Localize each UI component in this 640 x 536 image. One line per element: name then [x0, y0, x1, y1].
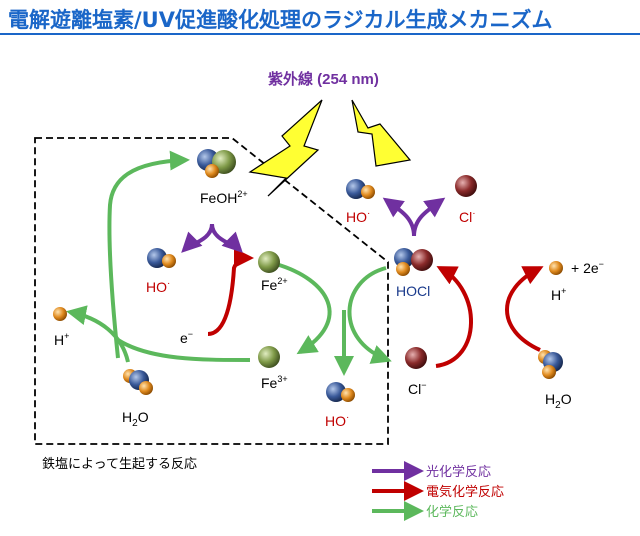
ho-radical-top-molecule	[346, 179, 375, 199]
uv-label: 紫外線 (254 nm)	[268, 70, 379, 88]
legend-electrochemical-label: 電気化学反応	[426, 484, 504, 500]
arrow-fe3-to-fe2-electro	[207, 248, 254, 336]
h-plus-right-molecule	[549, 261, 563, 275]
arrow-hocl-to-ho	[382, 197, 416, 237]
h-plus-right-label: H+	[551, 286, 566, 303]
ho-radical-bottom-molecule	[326, 382, 355, 402]
arrow-fe3-to-feoh-arc	[116, 338, 251, 362]
arrow-feoh-to-ho	[181, 223, 214, 253]
fe2-molecule	[258, 251, 280, 273]
feoh-label: FeOH2+	[200, 189, 248, 206]
uv-lightning-left	[248, 99, 323, 197]
arrow-h2o-to-feoh	[107, 150, 190, 359]
h2o-left-molecule	[123, 369, 153, 395]
legend-chemical: 化学反応	[372, 501, 478, 521]
electron-label: e−	[180, 329, 193, 346]
arrow-h2o-to-hplus	[66, 305, 130, 363]
ho-radical-bottom-label: HO·	[325, 412, 349, 429]
cl-radical-molecule	[455, 175, 477, 197]
arrow-fe2-to-fe3	[275, 262, 332, 355]
two-electron-label: + 2e−	[571, 259, 604, 276]
iron-reaction-label: 鉄塩によって生起する反応	[42, 457, 197, 472]
legend-photochemical: 光化学反応	[372, 461, 491, 481]
title-underline	[0, 33, 640, 35]
fe2-label: Fe2+	[261, 276, 288, 293]
cl-minus-molecule	[405, 347, 427, 369]
uv-lightning-right	[351, 99, 412, 167]
arrow-feoh-to-fe2	[210, 223, 243, 253]
page-title: 電解遊離塩素/UV促進酸化処理のラジカル生成メカニズム	[8, 8, 553, 32]
legend: 光化学反応 電気化学反応 化学反応	[372, 461, 504, 521]
legend-photochemical-label: 光化学反応	[426, 464, 491, 480]
cl-radical-label: Cl·	[459, 208, 476, 225]
h-plus-left-label: H+	[54, 331, 69, 348]
hocl-molecule	[394, 248, 433, 276]
arrow-h2o-to-hplus-electro	[505, 266, 544, 352]
h2o-right-molecule	[538, 350, 563, 379]
fe3-molecule	[258, 346, 280, 368]
hocl-label: HOCl	[396, 283, 430, 299]
fe3-label: Fe3+	[261, 374, 288, 391]
ho-radical-left-molecule	[147, 248, 176, 268]
h-plus-left-molecule	[53, 307, 67, 321]
h2o-right-label: H2O	[545, 391, 572, 411]
legend-chemical-label: 化学反応	[426, 504, 478, 520]
ho-radical-left-label: HO·	[146, 278, 170, 295]
ho-radical-top-label: HO·	[346, 208, 370, 225]
h2o-left-label: H2O	[122, 409, 149, 429]
cl-minus-label: Cl−	[408, 380, 427, 397]
feoh-molecule	[197, 149, 236, 178]
arrow-hocl-to-clminus	[347, 266, 392, 364]
arrow-hocl-to-cl	[412, 197, 446, 237]
arrow-clminus-to-hocl	[435, 266, 473, 368]
legend-electrochemical: 電気化学反応	[372, 481, 504, 501]
